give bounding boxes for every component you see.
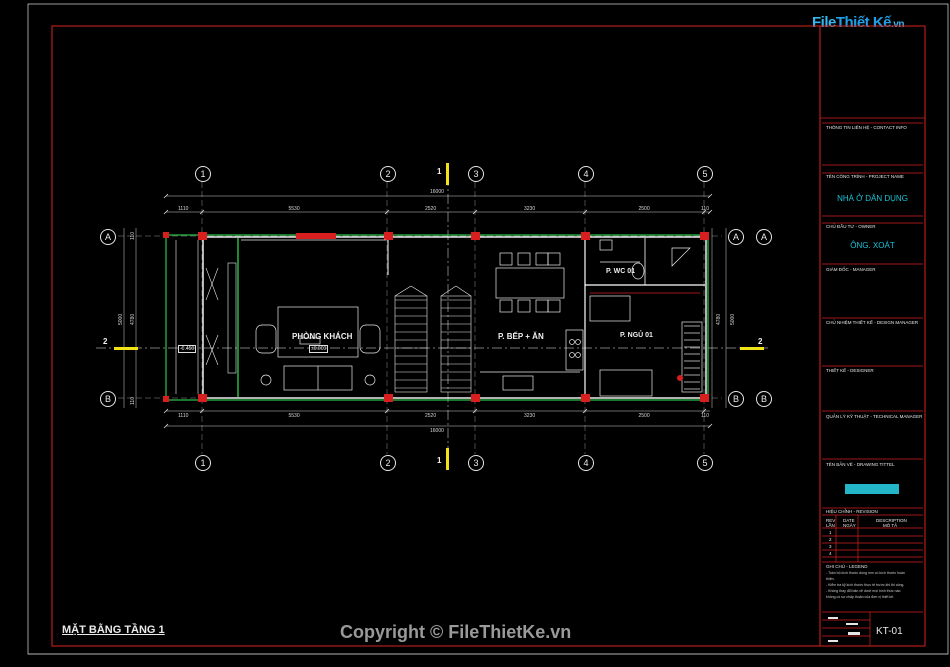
dimension-ticks <box>163 193 713 429</box>
living-furniture <box>241 233 386 391</box>
dim-top-3: 3230 <box>524 206 536 212</box>
dim-side-inner-left: 4780 <box>130 313 136 325</box>
columns <box>163 232 709 402</box>
axis-bubble-bottom-1: 1 <box>195 455 211 471</box>
dim-side-inner-right: 4780 <box>716 313 722 325</box>
dim-bottom-0: 1110 <box>178 413 189 419</box>
tb-note-line: - Toàn bộ kích thước dùng mm có kích thư… <box>826 571 905 575</box>
dim-bottom-5: 110 <box>701 413 709 419</box>
room-label-bedroom: P. NGỦ 01 <box>620 332 653 339</box>
section-mark-left: 2 <box>103 337 108 346</box>
tb-project-label: TÊN CÔNG TRÌNH - PROJECT NAME <box>826 174 904 179</box>
tb-owner-value: ÔNG. XOÁT <box>850 241 895 250</box>
sheet-number: KT-01 <box>876 626 903 637</box>
tb-chief-label: CHỦ NHIỆM THIẾT KẾ - DESIGN MANAGER <box>826 320 919 325</box>
axis-bubble-left-B: B <box>100 391 116 407</box>
tb-designer-label: THIẾT KẾ - DESIGNER <box>826 368 874 373</box>
axis-gridlines <box>118 182 722 454</box>
tb-rev-row-4: 4 <box>829 551 832 556</box>
dim-bottom-1: 5530 <box>288 413 300 419</box>
level-marker: ±0.000 <box>309 345 329 353</box>
stairs <box>394 285 472 393</box>
title-block-frame <box>819 25 926 647</box>
front-gate <box>175 240 237 394</box>
axis-bubble-bottom-2: 2 <box>380 455 396 471</box>
tb-rev-col3: DESCRIPTION <box>876 518 907 523</box>
dim-top-5: 110 <box>701 206 709 212</box>
dim-bottom-3: 3230 <box>524 413 536 419</box>
dim-overall-bottom: 16000 <box>430 428 444 434</box>
dim-side-small-left-bottom: 110 <box>130 397 136 405</box>
dim-side-small-left-top: 110 <box>130 232 136 240</box>
dim-top-2: 2520 <box>425 206 437 212</box>
axis-bubble-top-2: 2 <box>380 166 396 182</box>
walls <box>165 234 709 401</box>
tb-rev-row-2: 2 <box>829 537 832 542</box>
dim-bottom-4: 2500 <box>638 413 650 419</box>
drawing-frame <box>51 25 821 647</box>
section-mark-bottom: 1 <box>437 456 442 465</box>
axis-bubble-left-A: A <box>100 229 116 245</box>
dim-top-4: 2500 <box>638 206 650 212</box>
tb-rev-col2b: NGÀY <box>843 523 856 528</box>
dim-side-outer-right: 5000 <box>730 313 736 325</box>
title-block-lines <box>820 117 925 646</box>
wc-bedroom-furniture <box>589 239 703 397</box>
dim-top-0: 1110 <box>178 206 189 212</box>
section-mark-right: 2 <box>758 337 763 346</box>
room-label-wc: P. WC 01 <box>606 268 636 275</box>
level-marker-porch: -0.450 <box>178 345 197 353</box>
tb-rev-col2: DATE <box>843 518 855 523</box>
brand-logo: FileThiết Kế.vn <box>812 14 904 31</box>
tb-notes-label: GHI CHÚ - LEGEND <box>826 564 868 569</box>
axis-bubble-bottom-5: 5 <box>697 455 713 471</box>
tb-tech-label: QUẢN LÝ KỸ THUẬT - TECHNICAL MANAGER <box>826 414 923 419</box>
section-lines <box>96 163 768 470</box>
tb-rev-row-1: 1 <box>829 530 832 535</box>
tb-rev-col3b: MÔ TẢ <box>883 523 898 528</box>
axis-bubble-right-B: B <box>728 391 744 407</box>
tb-project-value: NHÀ Ở DÂN DỤNG <box>837 194 908 203</box>
tb-rev-col1: REV <box>826 518 836 523</box>
tb-note-line: - Không thay đổi bản vẽ dưới mọi hình th… <box>826 589 901 593</box>
tb-drawing-label: TÊN BẢN VẼ - DRAWING TITTEL <box>826 462 895 467</box>
tb-revision-label: HIỆU CHỈNH - REVISION <box>826 509 878 514</box>
axis-bubble-top-4: 4 <box>578 166 594 182</box>
axis-bubble-top-5: 5 <box>697 166 713 182</box>
dimension-lines <box>123 195 727 427</box>
tb-rev-col1b: LẦN <box>826 523 835 528</box>
axis-bubble-top-1: 1 <box>195 166 211 182</box>
dim-overall-top: 16000 <box>430 189 444 195</box>
dining-furniture <box>480 252 584 391</box>
title-block-marks <box>828 617 860 642</box>
copyright-watermark: Copyright © FileThietKe.vn <box>340 622 572 642</box>
dim-side-outer-left: 5000 <box>118 313 124 325</box>
room-label-kitchen: P. BẾP + ĂN <box>498 332 544 341</box>
tb-director-label: GIÁM ĐỐC - MANAGER <box>826 267 876 272</box>
axis-bubble-right-A: A <box>728 229 744 245</box>
axis-bubble-bottom-4: 4 <box>578 455 594 471</box>
axis-bubble-top-3: 3 <box>468 166 484 182</box>
axis-bubble-far-right-B: B <box>756 391 772 407</box>
tb-rev-row-3: 3 <box>829 544 832 549</box>
tb-owner-label: CHỦ ĐẦU TƯ - OWNER <box>826 224 876 229</box>
dim-bottom-2: 2520 <box>425 413 437 419</box>
room-label-living: PHÒNG KHÁCH <box>292 332 353 341</box>
tb-drawing-title-box <box>845 484 899 494</box>
dim-top-1: 5530 <box>288 206 300 212</box>
tb-note-line: - Kiểm tra kỹ kích thước thực tế trước k… <box>826 583 905 587</box>
sheet-title: MẶT BẰNG TẦNG 1 <box>62 624 165 636</box>
axis-bubble-far-right-A: A <box>756 229 772 245</box>
tb-note-line: thiện. <box>826 577 835 581</box>
tb-contact-label: THÔNG TIN LIÊN HỆ - CONTACT INFO <box>826 125 907 130</box>
tb-note-line: không có sự chấp thuận của đơn vị thiết … <box>826 595 895 599</box>
section-mark-top: 1 <box>437 167 442 176</box>
axis-bubble-bottom-3: 3 <box>468 455 484 471</box>
